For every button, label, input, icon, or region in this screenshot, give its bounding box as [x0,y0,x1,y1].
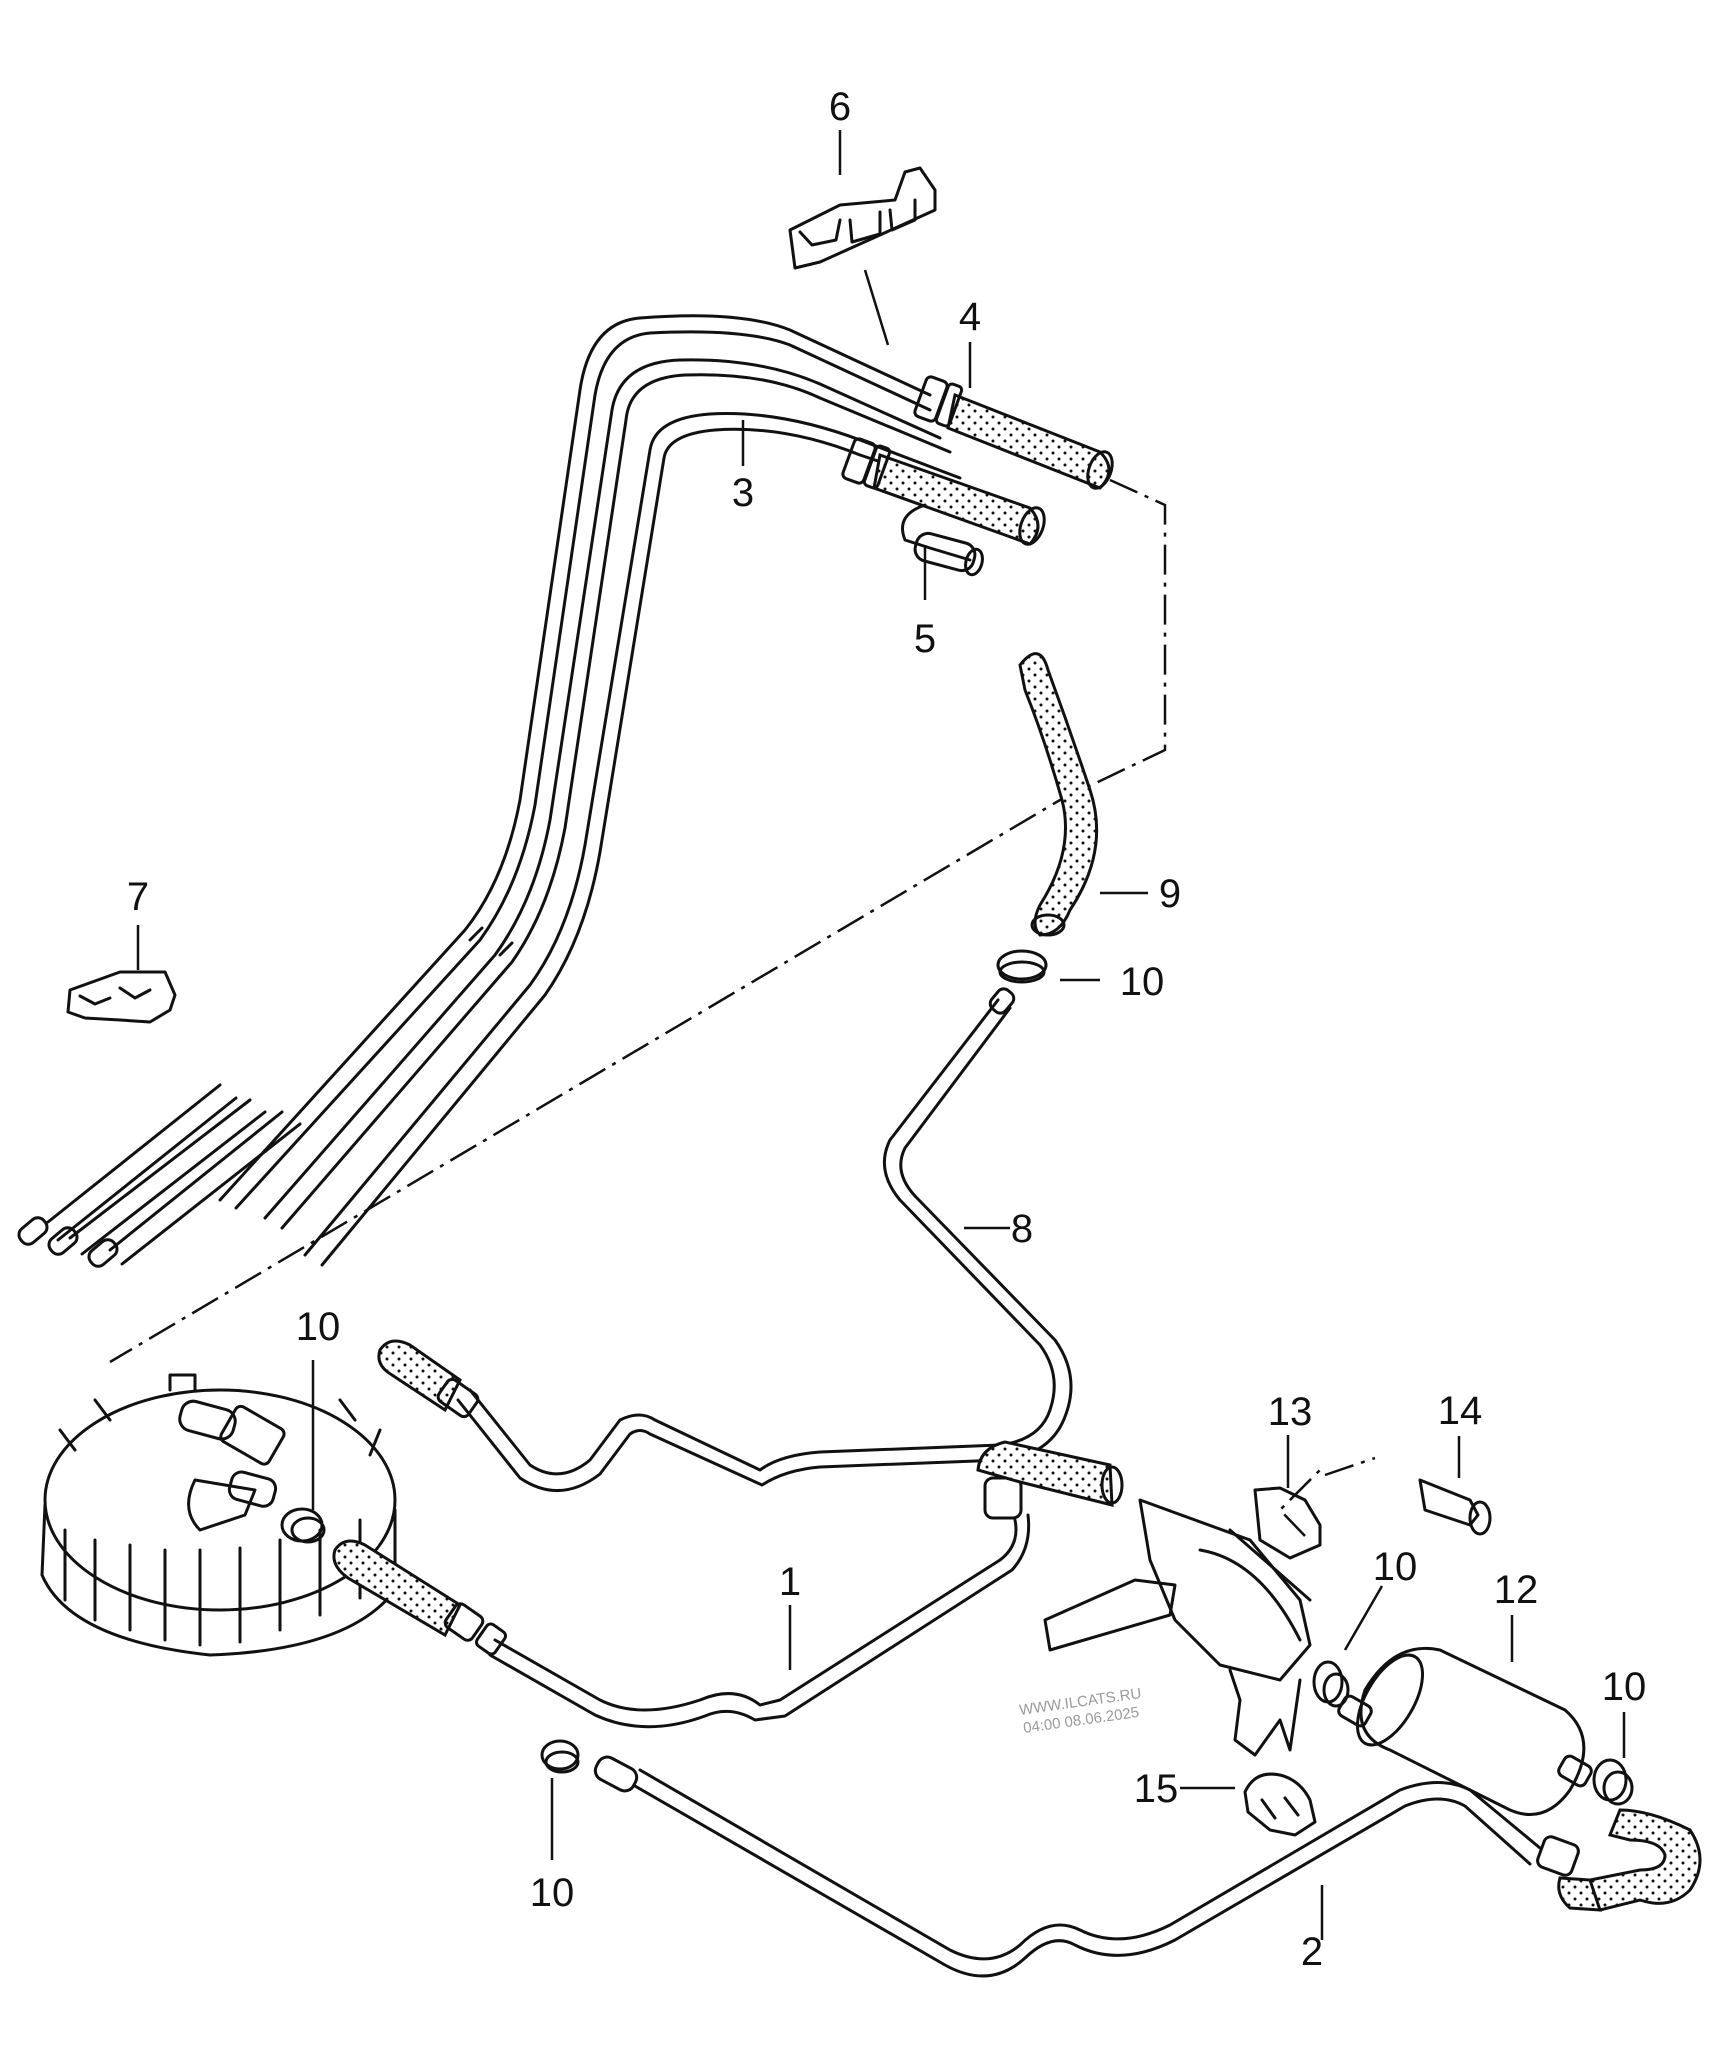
elbow-connector-part-5 [901,503,984,577]
hose-clamp-part-10-filter-in [1312,1660,1350,1708]
fuel-pipe-part-1 [332,1440,1124,1729]
callout-15: 15 [1134,1767,1179,1811]
pipe-clip-part-7 [66,970,177,1024]
filter-bracket-part-13 [1043,1486,1322,1757]
pipe-clip-part-6 [788,166,937,270]
callout-12: 12 [1494,1568,1539,1612]
hose-part-3 [841,437,1046,546]
callout-labels: 6 4 3 5 7 9 10 8 10 13 14 1 10 12 10 15 … [127,85,1646,1974]
callout-leader-lines [136,130,1626,1940]
callout-2: 2 [1301,1930,1323,1974]
callout-6: 6 [829,85,851,129]
callout-10-filter-out: 10 [1602,1665,1647,1709]
watermark: WWW.ILCATS.RU 04:00 08.06.2025 [1018,1685,1142,1737]
fuel-pipe-part-8 [456,987,1073,1492]
hose-part-9 [1018,652,1099,937]
hose-clamp-part-10-left [280,1507,326,1544]
callout-7: 7 [127,875,149,919]
reference-lines [109,478,1376,1537]
fuel-pipe-part-2 [593,1755,1702,1978]
hose-clamp-part-10-lower-left [540,1739,580,1774]
fuel-pipe-bundle [17,314,972,1268]
bolt-part-14 [1418,1478,1492,1536]
fuel-tank-sender-unit [40,1373,397,1657]
callout-4: 4 [959,295,981,339]
callout-9: 9 [1159,872,1181,916]
callout-5: 5 [914,617,936,661]
callout-14: 14 [1438,1389,1483,1433]
callout-1: 1 [779,1560,801,1604]
callout-13: 13 [1268,1390,1313,1434]
callout-10-upper: 10 [1120,960,1165,1004]
hose-part-4 [913,375,1114,490]
hose-clamp-part-10-upper [996,949,1048,984]
callout-8: 8 [1011,1207,1033,1251]
callout-3: 3 [732,471,754,515]
hose-clamp-part-10-filter-out [1592,1758,1634,1806]
callout-10-filter-in: 10 [1373,1545,1418,1589]
callout-10-lower-left: 10 [530,1871,575,1915]
tank-return-hose [377,1339,480,1419]
callout-10-left: 10 [296,1305,341,1349]
clip-part-15 [1243,1772,1317,1837]
